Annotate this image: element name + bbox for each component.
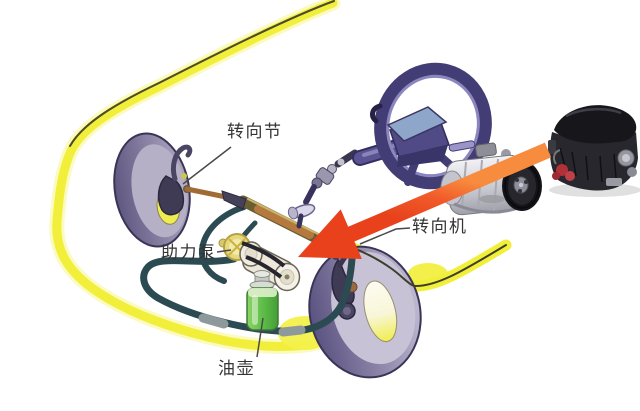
reservoir-shoulder	[248, 288, 277, 297]
hub-hole	[524, 180, 528, 184]
engine-pipe	[552, 149, 561, 165]
compressor-foot-shadow	[479, 195, 505, 203]
rack-highlight	[247, 198, 331, 241]
hose-sleeve	[278, 325, 306, 337]
leader-steering-knuckle	[182, 146, 232, 185]
steering-shaft-linkage	[287, 149, 359, 229]
compressor-bracket	[475, 142, 497, 158]
steering-hydraulics	[140, 149, 359, 337]
reservoir-cap	[253, 270, 271, 278]
reservoir-highlight	[252, 295, 258, 325]
wheel-hub-top-panel	[386, 106, 448, 142]
knuckle-arm-hook	[170, 144, 193, 182]
front-left-wheel	[113, 132, 229, 248]
hub-hole	[518, 189, 522, 193]
leader-power-pump	[216, 249, 232, 253]
pressure-hose	[198, 204, 247, 284]
wiper-stalk	[370, 103, 383, 124]
leader-steering-gear	[359, 227, 411, 245]
engine-photo	[548, 105, 640, 197]
engine-side-part	[548, 140, 556, 154]
engine-mount	[606, 178, 622, 186]
lower-shaft	[303, 184, 317, 205]
shaft-collar	[337, 158, 345, 166]
pinion-stem	[296, 213, 304, 229]
engine-cover-highlight	[565, 107, 622, 118]
engine-pulley-hub	[622, 154, 630, 162]
hub-hole	[515, 178, 519, 182]
fender-outline	[327, 239, 507, 288]
label-steering-gear: 转向机	[412, 217, 468, 236]
left-steering-knuckle	[157, 175, 185, 216]
rack-copper-section	[254, 205, 314, 239]
engine-red-manifold	[552, 172, 560, 180]
label-oil-reservoir: 油壶	[218, 359, 255, 378]
annotation-arrow	[298, 142, 552, 259]
rack-boot	[221, 190, 247, 210]
pump-belt-top	[241, 241, 286, 268]
body-edge-line	[69, 0, 335, 147]
ball-joint-dot	[181, 173, 187, 179]
left-tie-rod	[184, 186, 229, 200]
label-power-steering-pump: 助力泵	[161, 243, 217, 262]
knuckle-lobe-hub	[343, 307, 351, 315]
compressor-shade	[453, 202, 519, 214]
steering-wheel-ring	[374, 62, 492, 190]
right-wheel-hole	[363, 280, 398, 343]
pump-pulley-bolt	[284, 274, 290, 280]
engine-texture	[559, 147, 617, 183]
leader-oil-reservoir	[256, 317, 264, 358]
wheel-ring-highlight	[386, 74, 480, 178]
engine-red-manifold	[556, 164, 568, 176]
arrow-shape	[298, 142, 552, 259]
leader-lines	[182, 146, 411, 358]
label-steering-knuckle: 转向节	[227, 122, 283, 141]
wheel-hub-lower	[397, 145, 448, 167]
hose-sleeve	[198, 313, 229, 329]
hub-bolt	[518, 182, 524, 188]
turn-signal-stalk	[448, 140, 476, 152]
engine-cover	[554, 105, 637, 144]
steering-wheel-assembly	[352, 62, 492, 190]
engine-pulley-small	[627, 167, 637, 177]
engine-red-manifold	[565, 171, 575, 181]
pinion-cap	[287, 206, 299, 220]
pump-belt-bottom	[245, 255, 283, 279]
oil-reservoir-bottle	[246, 270, 279, 331]
